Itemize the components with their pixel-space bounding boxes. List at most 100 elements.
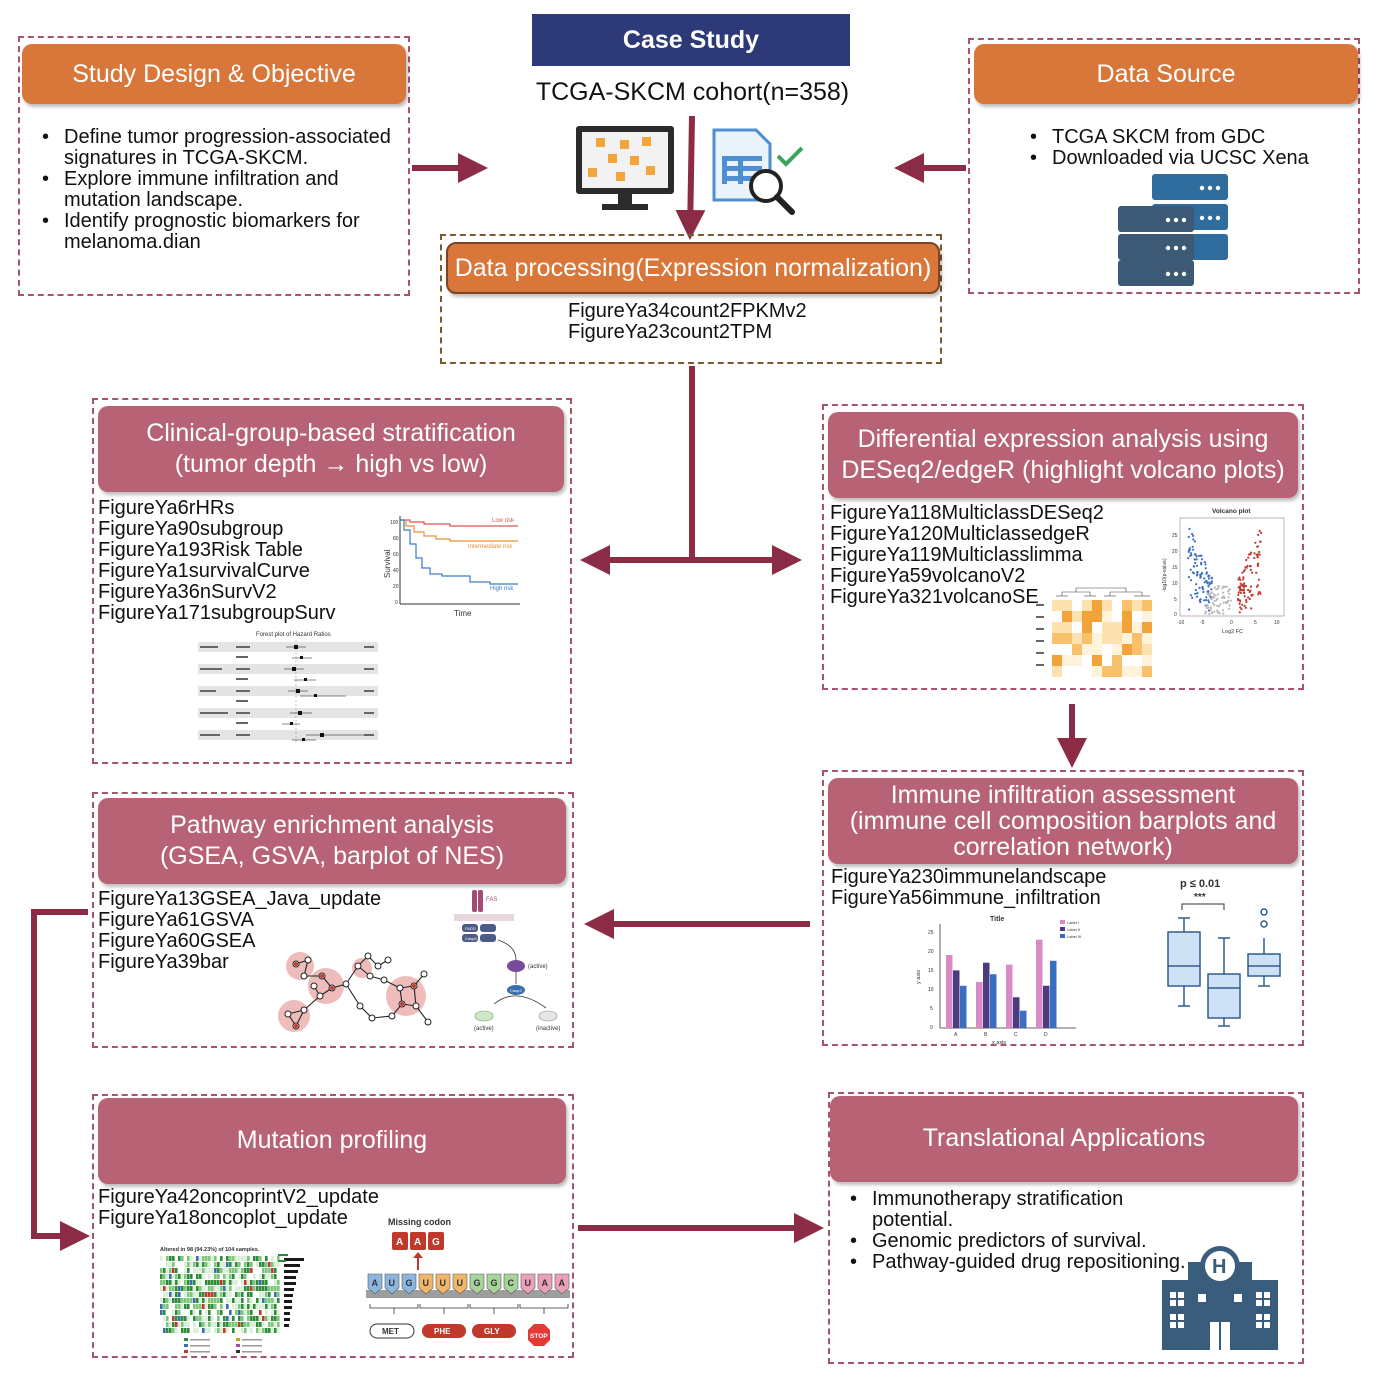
server-icon bbox=[1118, 174, 1228, 286]
list-item: FigureYa119Multiclasslimma bbox=[830, 544, 1083, 566]
volcano-dots bbox=[1187, 527, 1263, 616]
km-tick: 80 bbox=[393, 536, 399, 542]
network-graph-icon bbox=[278, 952, 432, 1032]
km-tick: 60 bbox=[393, 552, 399, 558]
list-item: TCGA SKCM from GDC bbox=[1030, 127, 1378, 149]
list-item: Downloaded via UCSC Xena bbox=[1030, 148, 1378, 170]
volcano-ytick: 10 bbox=[1172, 581, 1178, 587]
volcano-xtick: 5 bbox=[1254, 620, 1257, 626]
codon-base-label: A bbox=[372, 1278, 379, 1288]
sig-fadd: FADD bbox=[465, 926, 476, 931]
bar-C-1 bbox=[1006, 964, 1013, 1028]
km-tick: 100 bbox=[390, 520, 399, 526]
sig-inactive: (inactive) bbox=[536, 1026, 560, 1032]
aa-label: PHE bbox=[434, 1327, 451, 1336]
volcano-xtick: -5 bbox=[1200, 620, 1205, 626]
sig-active-2: (active) bbox=[474, 1026, 494, 1032]
case-study-banner: Case Study bbox=[532, 14, 850, 66]
study-design-list: Define tumor progression-associated sign… bbox=[18, 127, 404, 253]
title-line: (tumor depth → high vs low) bbox=[174, 450, 488, 478]
codon-base-label: C bbox=[508, 1278, 515, 1288]
data-source-title: Data Source bbox=[974, 44, 1358, 104]
list-item: FigureYa171subgroupSurv bbox=[98, 602, 336, 624]
arrow-cohort-to-processing bbox=[675, 115, 706, 240]
bar-B-1 bbox=[976, 981, 983, 1028]
km-ylabel: Survival bbox=[383, 549, 392, 578]
codon-base bbox=[435, 1273, 451, 1295]
arrow-pathway-to-mutation bbox=[31, 909, 90, 1251]
km-label-high: High risk bbox=[490, 586, 514, 592]
bar-ytick: 25 bbox=[928, 930, 934, 936]
mutation-panel bbox=[92, 1094, 574, 1358]
study-design-title: Study Design & Objective bbox=[22, 44, 406, 104]
translational-list: Immunotherapy stratification potential. … bbox=[826, 1189, 1202, 1274]
data-source-list: TCGA SKCM from GDC Downloaded via UCSC X… bbox=[1006, 127, 1378, 170]
clinical-title: Clinical-group-based stratification (tum… bbox=[98, 406, 564, 492]
bar-C-2 bbox=[1013, 997, 1020, 1028]
clinical-panel bbox=[92, 398, 572, 764]
codon-base bbox=[367, 1273, 383, 1295]
title-line: (immune cell composition barplots and bbox=[849, 806, 1277, 835]
bar-xtick: D bbox=[1044, 1032, 1048, 1038]
km-tick: 20 bbox=[393, 584, 399, 590]
bar-xtick: C bbox=[1014, 1032, 1018, 1038]
codon-base bbox=[401, 1273, 417, 1295]
oncoplot-thumbnail: Altered in 98 (94.23%) of 104 samples. bbox=[160, 1247, 304, 1353]
codon-base-label: U bbox=[457, 1278, 464, 1288]
mutation-list: FigureYa42oncoprintV2_update FigureYa18o… bbox=[98, 1187, 379, 1229]
bar-xtick: B bbox=[984, 1032, 988, 1038]
bar-ytick: 0 bbox=[930, 1025, 933, 1031]
translational-panel bbox=[828, 1092, 1304, 1364]
pathway-title: Pathway enrichment analysis (GSEA, GSVA,… bbox=[98, 798, 566, 884]
list-item: FigureYa36nSurvV2 bbox=[98, 581, 277, 603]
data-processing-list: FigureYa34count2FPKMv2 FigureYa23count2T… bbox=[568, 301, 807, 343]
spreadsheet-search-icon bbox=[712, 128, 804, 215]
immune-title: Immune infiltration assessment (immune c… bbox=[828, 778, 1298, 864]
bar-D-1 bbox=[1036, 939, 1043, 1028]
list-item: FigureYa61GSVA bbox=[98, 909, 255, 931]
list-item: FigureYa1survivalCurve bbox=[98, 560, 310, 582]
heatmap-thumbnail bbox=[1036, 587, 1152, 677]
list-item: FigureYa120MulticlassedgeR bbox=[830, 523, 1090, 545]
volcano-ytick: 15 bbox=[1172, 565, 1178, 571]
title-line: Clinical-group-based stratification bbox=[146, 418, 516, 447]
immune-list: FigureYa230immunelandscape FigureYa56imm… bbox=[831, 867, 1106, 909]
survival-curve-thumbnail: 100 80 60 40 20 0 Survival Time Low risk… bbox=[383, 516, 520, 618]
hospital-icon: H bbox=[1162, 1246, 1278, 1350]
legend-swatch bbox=[1060, 927, 1065, 931]
boxplot-pvalue: p ≤ 0.01 bbox=[1180, 878, 1220, 890]
codon-base-label: U bbox=[440, 1278, 447, 1288]
inserted-base: A bbox=[396, 1237, 403, 1248]
list-item: FigureYa59volcanoV2 bbox=[830, 565, 1026, 587]
legend-swatch bbox=[1060, 920, 1065, 924]
bar-C-3 bbox=[1020, 1010, 1027, 1028]
list-item: FigureYa6rHRs bbox=[98, 497, 235, 519]
pathway-list: FigureYa13GSEA_Java_update FigureYa61GSV… bbox=[98, 889, 381, 973]
differential-panel bbox=[822, 404, 1304, 690]
volcano-xtick: 0 bbox=[1230, 620, 1233, 626]
list-item: FigureYa34count2FPKMv2 bbox=[568, 300, 807, 322]
list-item: Identify prognostic biomarkers for melan… bbox=[42, 211, 404, 253]
bar-D-3 bbox=[1050, 960, 1057, 1028]
forest-title: Forest plot of Hazard Ratios bbox=[256, 632, 331, 638]
legend-label: Label I bbox=[1067, 920, 1079, 925]
list-item: FigureYa60GSEA bbox=[98, 930, 256, 952]
codon-base bbox=[418, 1273, 434, 1295]
codon-base bbox=[520, 1273, 536, 1295]
bar-A-3 bbox=[960, 985, 967, 1028]
volcano-xtick: -10 bbox=[1177, 620, 1184, 626]
bar-A-1 bbox=[946, 955, 953, 1028]
volcano-ylabel: -log10(p-value) bbox=[1162, 558, 1168, 592]
differential-list: FigureYa118MulticlassDESeq2 FigureYa120M… bbox=[830, 503, 1104, 608]
list-item: FigureYa90subgroup bbox=[98, 518, 284, 540]
title-line: Immune infiltration assessment bbox=[890, 780, 1236, 809]
volcano-xtick: 10 bbox=[1274, 620, 1280, 626]
km-label-mid: Intermediate risk bbox=[468, 544, 513, 550]
data-processing-panel bbox=[440, 234, 942, 364]
bar-xlabel: x axis bbox=[992, 1040, 1006, 1046]
codon-base-label: A bbox=[559, 1278, 566, 1288]
list-item: FigureYa39bar bbox=[98, 951, 229, 973]
bar-D-2 bbox=[1043, 985, 1050, 1028]
